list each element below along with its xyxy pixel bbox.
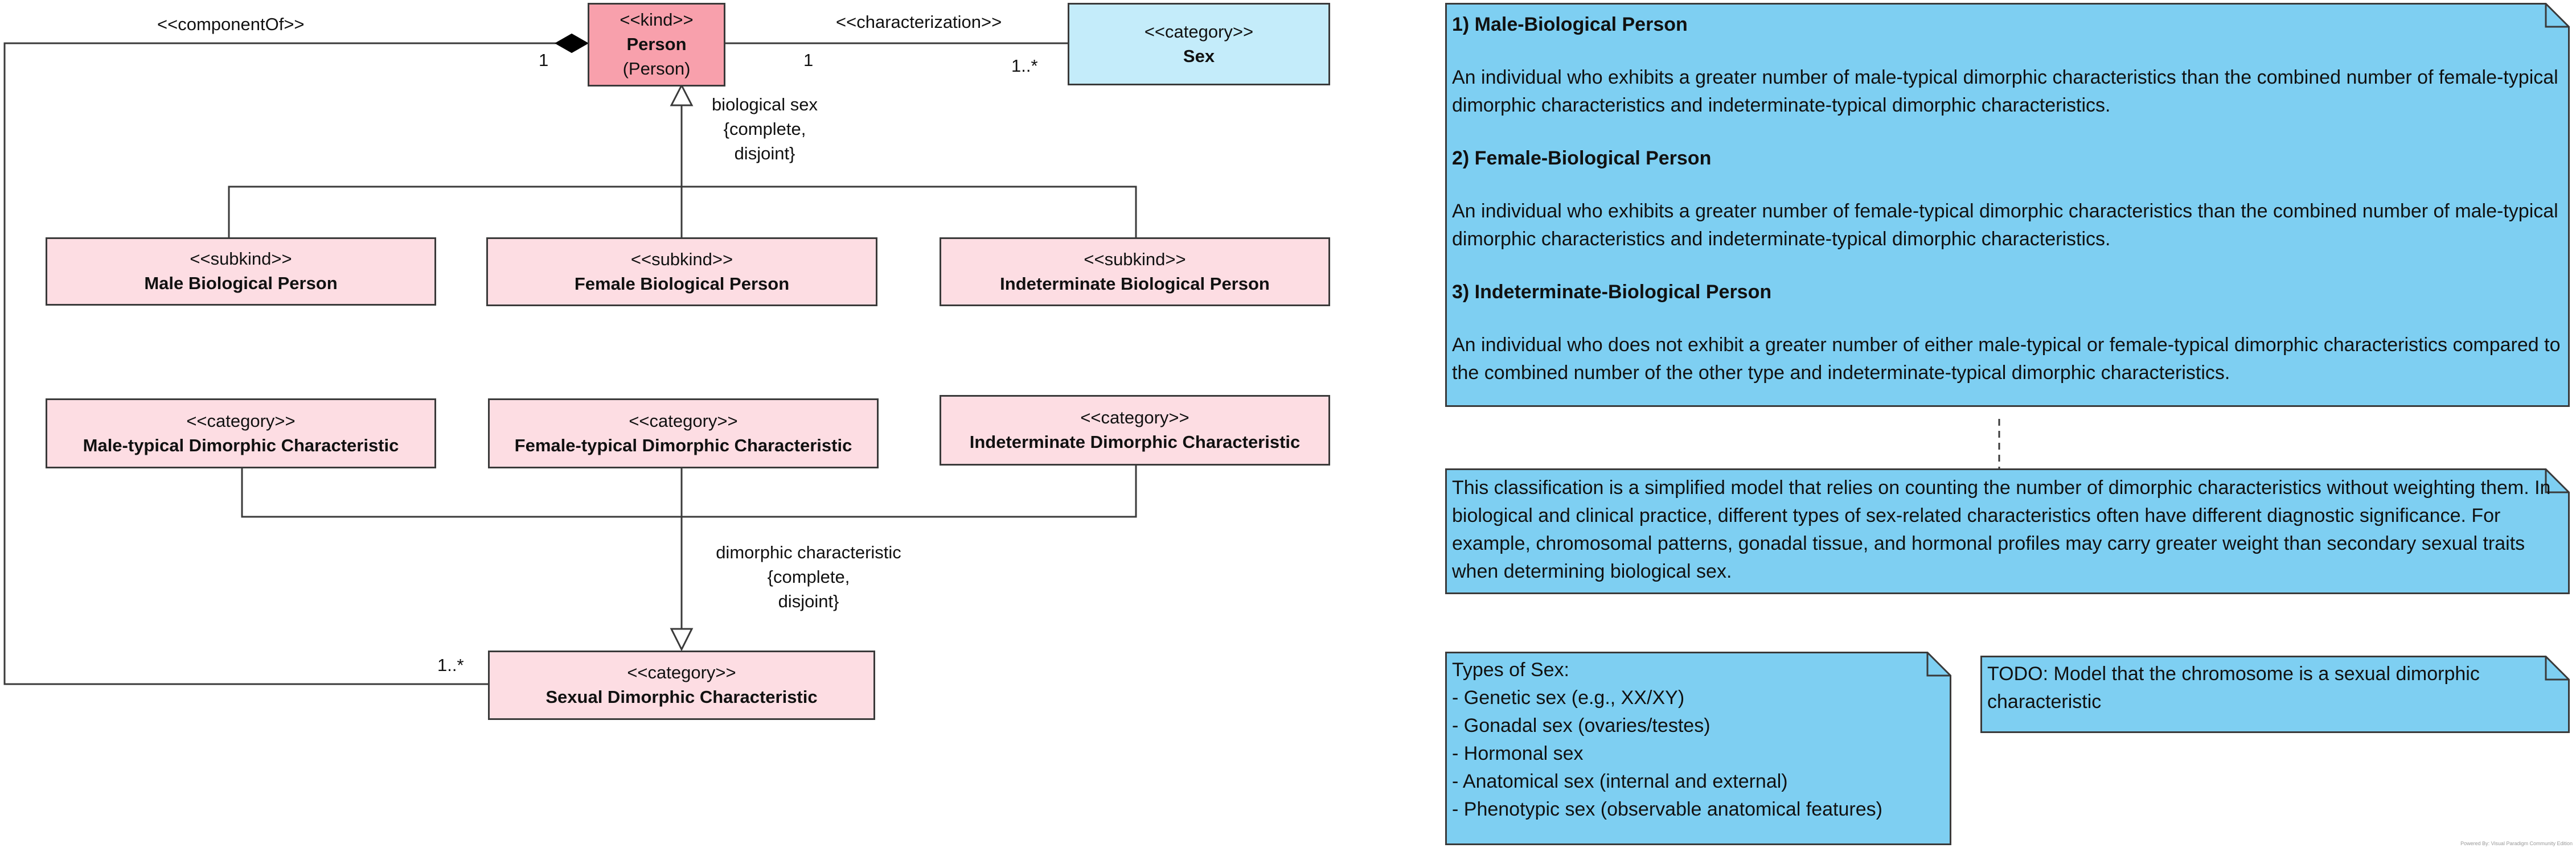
note-todo-shape [1980,656,2570,733]
note-female-title: 2) Female-Biological Person [1452,147,1712,169]
indet-bio-stereotype: <<subkind>> [1084,249,1186,269]
dimorphic-genset-complete: {complete, [767,566,850,587]
biological-sex-genset-name: biological sex [711,94,818,114]
female-dim-name: Female-typical Dimorphic Characteristic [514,435,852,455]
person-subtitle: (Person) [622,58,691,79]
biological-sex-genset-label: biological sex {complete, disjoint} [705,93,825,166]
note-definitions[interactable]: 1) Male-Biological Person An individual … [1445,3,2570,407]
note-definitions-shape [1445,3,2570,407]
class-sex[interactable]: <<category>> Sex [1068,3,1330,85]
female-dim-stereotype: <<category>> [629,410,738,431]
dimorphic-genset-disjoint: disjoint} [778,591,839,611]
note-male-title: 1) Male-Biological Person [1452,14,1688,35]
person-name: Person [626,34,687,55]
sex-name: Sex [1183,46,1215,66]
composition-diamond [554,33,589,53]
female-bio-stereotype: <<subkind>> [630,249,733,269]
sex-stereotype: <<category>> [1144,21,1254,42]
characterization-multiplicity-person: 1 [803,50,814,70]
note-female-text: An individual who exhibits a greater num… [1452,200,2558,250]
note-male-text: An individual who exhibits a greater num… [1452,66,2558,116]
note-classification-text: This classification is a simplified mode… [1452,477,2551,582]
types-of-sex-item: - Phenotypic sex (observable anatomical … [1452,798,1882,820]
componentof-multiplicity-characteristic: 1..* [437,655,464,675]
sexual-dim-stereotype: <<category>> [627,662,736,683]
note-indet-text: An individual who does not exhibit a gre… [1452,334,2561,384]
note-indet-title: 3) Indeterminate-Biological Person [1452,281,1772,303]
types-of-sex-item: - Gonadal sex (ovaries/testes) [1452,714,1711,736]
types-of-sex-item: - Genetic sex (e.g., XX/XY) [1452,686,1685,709]
sexual-dim-name: Sexual Dimorphic Characteristic [545,687,818,707]
biological-sex-genset-disjoint: disjoint} [734,143,795,163]
componentof-label: <<componentOf>> [157,14,305,34]
biological-sex-genset-complete: {complete, [723,118,806,139]
powered-by-footer: Powered By: Visual Paradigm Community Ed… [2460,841,2573,846]
dimorphic-generalization-arrow [670,628,694,652]
types-of-sex-item: - Anatomical sex (internal and external) [1452,770,1788,792]
note-types-of-sex[interactable]: Types of Sex: - Genetic sex (e.g., XX/XY… [1445,652,1951,845]
note-todo[interactable]: TODO: Model that the chromosome is a sex… [1980,656,2570,733]
note-classification-shape [1445,468,2570,594]
types-of-sex-item: - Hormonal sex [1452,742,1584,764]
componentof-multiplicity-person: 1 [539,50,549,70]
male-dim-stereotype: <<category>> [186,410,296,431]
class-indeterminate-dimorphic-characteristic[interactable]: <<category>> Indeterminate Dimorphic Cha… [940,395,1330,466]
class-male-typical-dimorphic-characteristic[interactable]: <<category>> Male-typical Dimorphic Char… [46,398,436,468]
class-female-typical-dimorphic-characteristic[interactable]: <<category>> Female-typical Dimorphic Ch… [488,398,879,468]
male-dim-name: Male-typical Dimorphic Characteristic [83,435,399,455]
note-todo-text: TODO: Model that the chromosome is a sex… [1987,663,2480,713]
types-of-sex-title: Types of Sex: [1452,659,1569,681]
characterization-label: <<characterization>> [836,12,1002,32]
characterization-multiplicity-sex: 1..* [1011,56,1038,76]
dimorphic-genset-name: dimorphic characteristic [716,542,901,562]
note-types-of-sex-shape [1445,652,1951,845]
class-sexual-dimorphic-characteristic[interactable]: <<category>> Sexual Dimorphic Characteri… [488,651,875,720]
componentof-connector [3,42,556,685]
dimorphic-genset-label: dimorphic characteristic {complete, disj… [706,541,911,614]
male-bio-name: Male Biological Person [144,273,338,293]
class-person[interactable]: <<kind>> Person (Person) [588,3,725,87]
female-bio-name: Female Biological Person [574,273,790,294]
male-bio-stereotype: <<subkind>> [190,249,292,269]
class-male-biological-person[interactable]: <<subkind>> Male Biological Person [46,237,436,306]
person-stereotype: <<kind>> [620,10,694,30]
indet-dim-stereotype: <<category>> [1080,408,1189,428]
note-classification[interactable]: This classification is a simplified mode… [1445,468,2570,594]
biological-sex-bus-line [228,186,1137,237]
indet-dim-name: Indeterminate Dimorphic Characteristic [969,432,1301,452]
dimorphic-bus-line [241,466,1137,518]
indet-bio-name: Indeterminate Biological Person [1000,273,1270,294]
class-female-biological-person[interactable]: <<subkind>> Female Biological Person [486,237,877,306]
class-indeterminate-biological-person[interactable]: <<subkind>> Indeterminate Biological Per… [940,237,1330,306]
biological-sex-generalization-arrow [670,83,694,106]
